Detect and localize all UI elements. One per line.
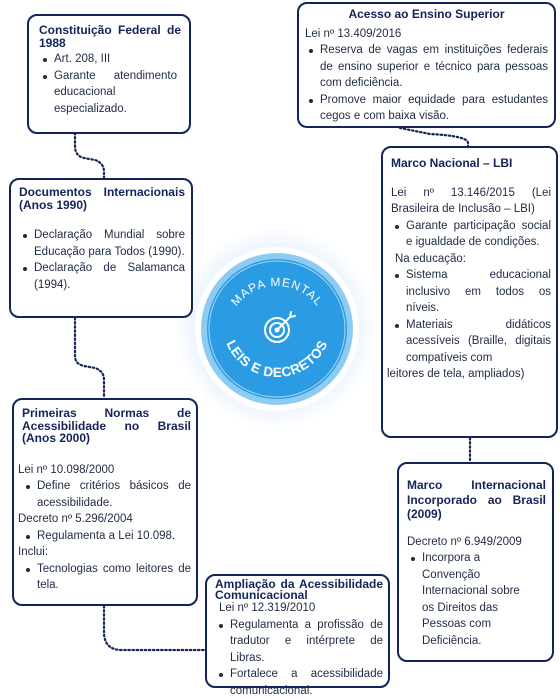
- list-item: Art. 208, III: [39, 51, 181, 68]
- list-item: Promove maior equidade para estudantes c…: [305, 92, 548, 125]
- box-constituicao-1988: Constituição Federal de 1988 Art. 208, I…: [27, 14, 191, 134]
- law-reference: Lei nº 12.319/2010: [219, 602, 316, 614]
- list-item: Tecnologias como leitores de tela.: [22, 561, 191, 594]
- law-reference: Lei nº 10.098/2000: [18, 463, 115, 476]
- list-item: Materiais didáticos acessíveis (Braille,…: [391, 317, 551, 367]
- box-title: Acesso ao Ensino Superior: [348, 7, 505, 21]
- list-item: Regulamenta a Lei 10.098.: [22, 528, 191, 545]
- box-title: Marco Nacional – LBI: [391, 156, 513, 170]
- list-item: Declaração de Salamanca (1994).: [19, 260, 185, 293]
- subheading: Inclui:: [18, 546, 49, 558]
- box-title: Ampliação da Acessibilidade Comunicacion…: [215, 577, 383, 602]
- list-item: Incorpora a Convenção Internacional sobr…: [407, 550, 546, 649]
- list-item: Declaração Mundial sobre Educação para T…: [19, 227, 185, 260]
- box-title: Documentos Internacionais (Anos 1990): [19, 185, 185, 212]
- list-item: Fortalece a acessibilidade comunicaciona…: [215, 666, 383, 699]
- box-acesso-ensino-superior: Acesso ao Ensino Superior Lei nº 13.409/…: [297, 2, 556, 128]
- center-emblem: MAPA MENTAL LEIS E DECRETOS: [195, 247, 359, 411]
- box-marco-nacional-lbi: Marco Nacional – LBI Lei nº 13.146/2015 …: [381, 146, 558, 438]
- box-title: Constituição Federal de 1988: [39, 23, 181, 50]
- box-ampliacao-acessibilidade: Ampliação da Acessibilidade Comunicacion…: [205, 574, 390, 697]
- law-reference: Lei nº 13.146/2015 (Lei Brasileira de In…: [391, 186, 551, 216]
- box-primeiras-normas: Primeiras Normas de Acessibilidade no Br…: [12, 398, 198, 606]
- list-item: Sistema educacional inclusivo em todos o…: [391, 267, 551, 317]
- list-item: Reserva de vagas em instituições federai…: [305, 42, 548, 92]
- law-reference: Decreto nº 6.949/2009: [407, 535, 522, 548]
- subheading: Na educação:: [395, 252, 466, 265]
- box-marco-internacional: Marco Internacional Incorporado ao Brasi…: [397, 462, 554, 662]
- box-documentos-internacionais: Documentos Internacionais (Anos 1990) De…: [9, 178, 193, 318]
- law-reference: Lei nº 13.409/2016: [305, 27, 402, 40]
- list-item: Garante participação social e igualdade …: [391, 218, 551, 251]
- list-item: Regulamenta a profissão de tradutor e in…: [215, 617, 383, 667]
- list-item-continuation: leitores de tela, ampliados): [387, 368, 525, 380]
- law-reference: Decreto nº 5.296/2004: [18, 513, 133, 525]
- box-title: Marco Internacional Incorporado ao Brasi…: [407, 478, 546, 521]
- list-item: Garante atendimento educacional especial…: [39, 68, 181, 118]
- list-item: Define critérios básicos de acessibilida…: [22, 478, 191, 511]
- target-arrow-icon: [264, 311, 296, 343]
- box-title: Primeiras Normas de Acessibilidade no Br…: [22, 406, 191, 445]
